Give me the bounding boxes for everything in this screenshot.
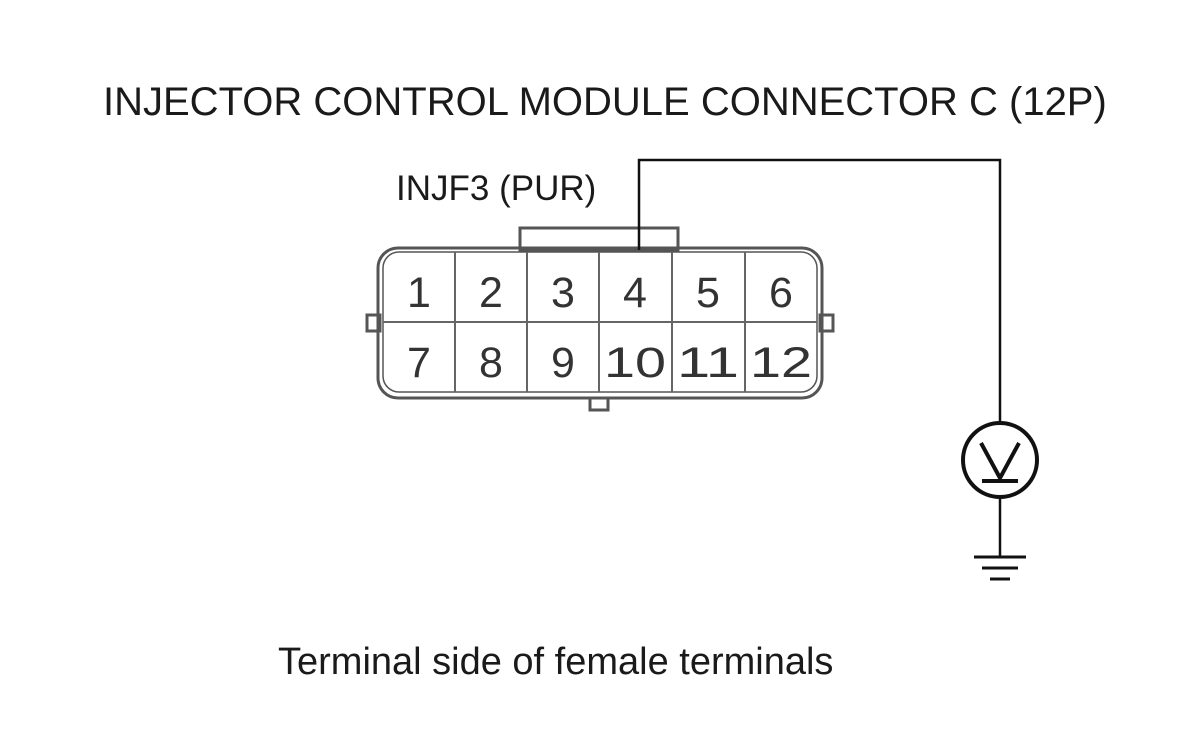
pin-label: 12	[750, 339, 812, 387]
pin-label: 4	[623, 269, 647, 317]
connector-left-nub	[365, 313, 382, 333]
probe-wire	[637, 158, 1002, 423]
ground-icon	[974, 555, 1026, 581]
wire-label: INJF3 (PUR)	[396, 169, 596, 208]
connector-12p: 1 2 3 4 5 6 7 8 9 10 11 12	[365, 226, 835, 412]
pin-label: 2	[479, 269, 503, 317]
connector-bottom-key	[588, 396, 610, 412]
diagram-title: INJECTOR CONTROL MODULE CONNECTOR C (12P…	[103, 80, 1107, 124]
pin-label: 6	[769, 269, 793, 317]
connector-housing	[376, 246, 824, 400]
diagram-caption: Terminal side of female terminals	[278, 641, 833, 683]
connector-top-latch	[518, 226, 680, 252]
pin-label: 7	[407, 339, 431, 387]
pin-label: 5	[696, 269, 720, 317]
connector-right-nub	[818, 313, 835, 333]
pin-label: 1	[407, 269, 431, 317]
pin-label: 10	[604, 339, 666, 387]
pin-label: 9	[551, 339, 575, 387]
pin-label: 3	[551, 269, 575, 317]
pin-label: 11	[677, 339, 739, 387]
pin-label: 8	[479, 339, 503, 387]
voltmeter-icon	[961, 421, 1039, 499]
